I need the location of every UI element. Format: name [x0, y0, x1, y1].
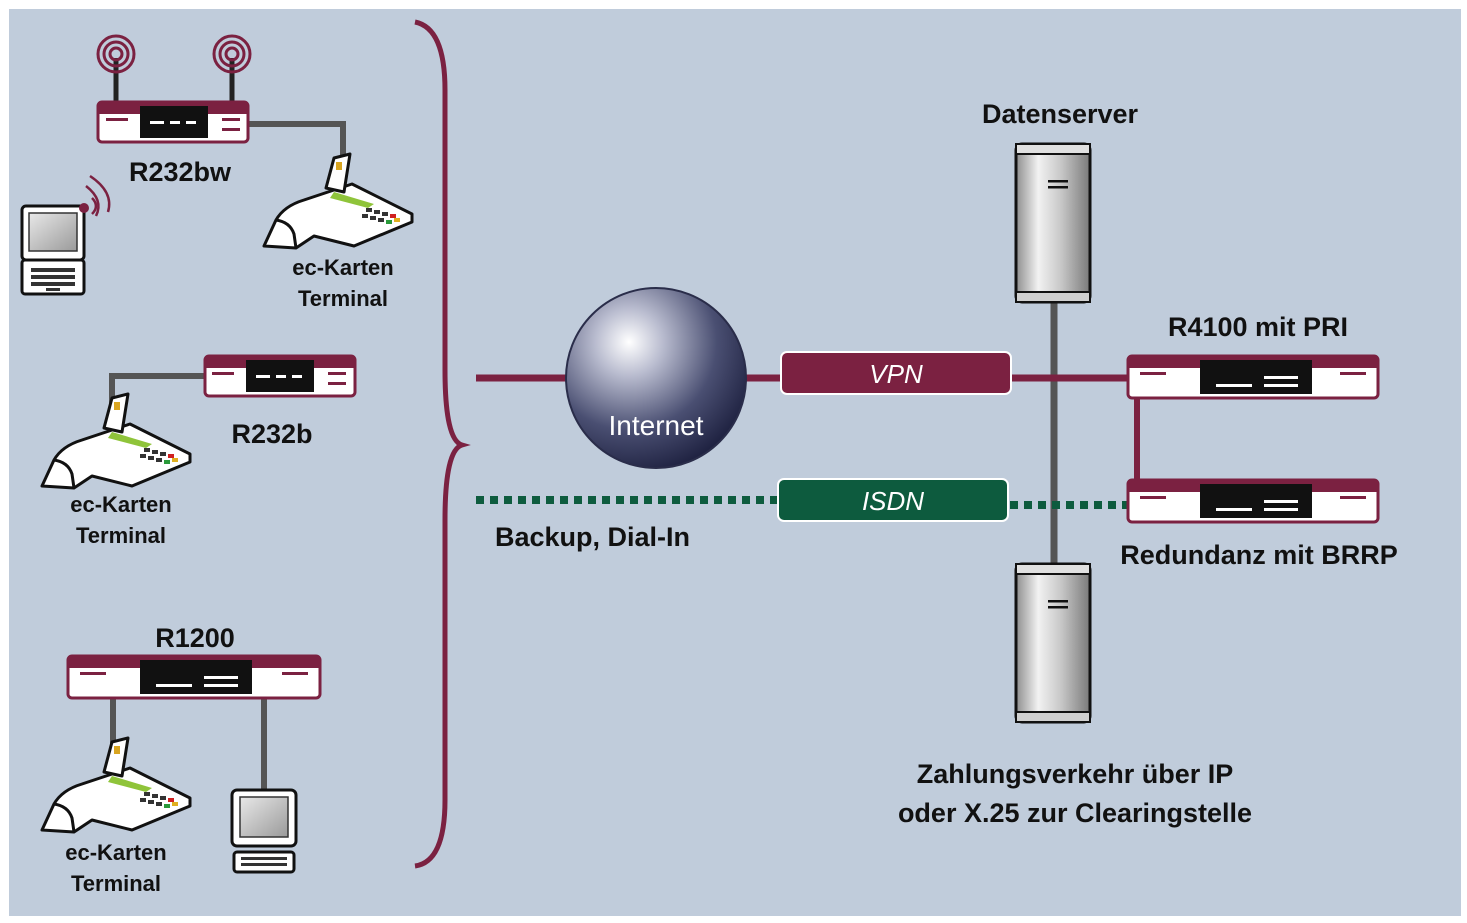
label-vpn: VPN: [869, 359, 923, 389]
router-r232b: [203, 354, 357, 398]
grouping-brace: [414, 19, 471, 869]
globe-icon: [565, 287, 747, 469]
router-icon: [66, 654, 322, 700]
label-r1200: R1200: [155, 623, 235, 653]
diagram-background: [9, 9, 1461, 916]
wireless-signal-icon: [79, 174, 111, 217]
isdn-badge: [777, 478, 1009, 522]
router-redundancy: [1126, 478, 1380, 524]
card-terminal-icon: [40, 392, 192, 490]
vpn-badge: [780, 351, 1012, 395]
laptop-icon: [20, 204, 86, 296]
card-terminal-icon: [40, 736, 192, 834]
router-r232bw: [96, 34, 252, 144]
router-r1200: [66, 654, 322, 700]
router-r4100: [1126, 354, 1380, 400]
terminal-2-line2: Terminal: [76, 523, 166, 548]
router-icon: [1126, 478, 1380, 524]
terminal-2-line1: ec-Karten: [70, 492, 171, 517]
label-backup: Backup, Dial-In: [495, 522, 690, 552]
antenna-icon: [96, 34, 252, 102]
label-r232bw: R232bw: [129, 157, 232, 187]
server-icon: [1014, 562, 1092, 724]
cable-r232bw-terminal: [248, 121, 346, 178]
terminal-3-line1: ec-Karten: [65, 840, 166, 865]
payment-line1: Zahlungsverkehr über IP: [917, 759, 1234, 789]
router-icon: [203, 354, 357, 398]
payment-line2: oder X.25 zur Clearingstelle: [898, 798, 1252, 828]
label-internet: Internet: [609, 410, 704, 441]
label-r4100: R4100 mit PRI: [1168, 312, 1348, 342]
terminal-1-line2: Terminal: [298, 286, 388, 311]
router-icon: [1126, 354, 1380, 400]
computer-icon: [230, 788, 298, 874]
card-terminal-icon: [262, 152, 414, 250]
terminal-3-line2: Terminal: [71, 871, 161, 896]
terminal-1-line1: ec-Karten: [292, 255, 393, 280]
label-redundancy: Redundanz mit BRRP: [1120, 540, 1398, 570]
server-icon: [1014, 142, 1092, 304]
label-dataserver: Datenserver: [982, 99, 1139, 129]
label-r232b: R232b: [231, 419, 312, 449]
label-isdn: ISDN: [862, 486, 924, 516]
router-icon: [96, 100, 250, 144]
